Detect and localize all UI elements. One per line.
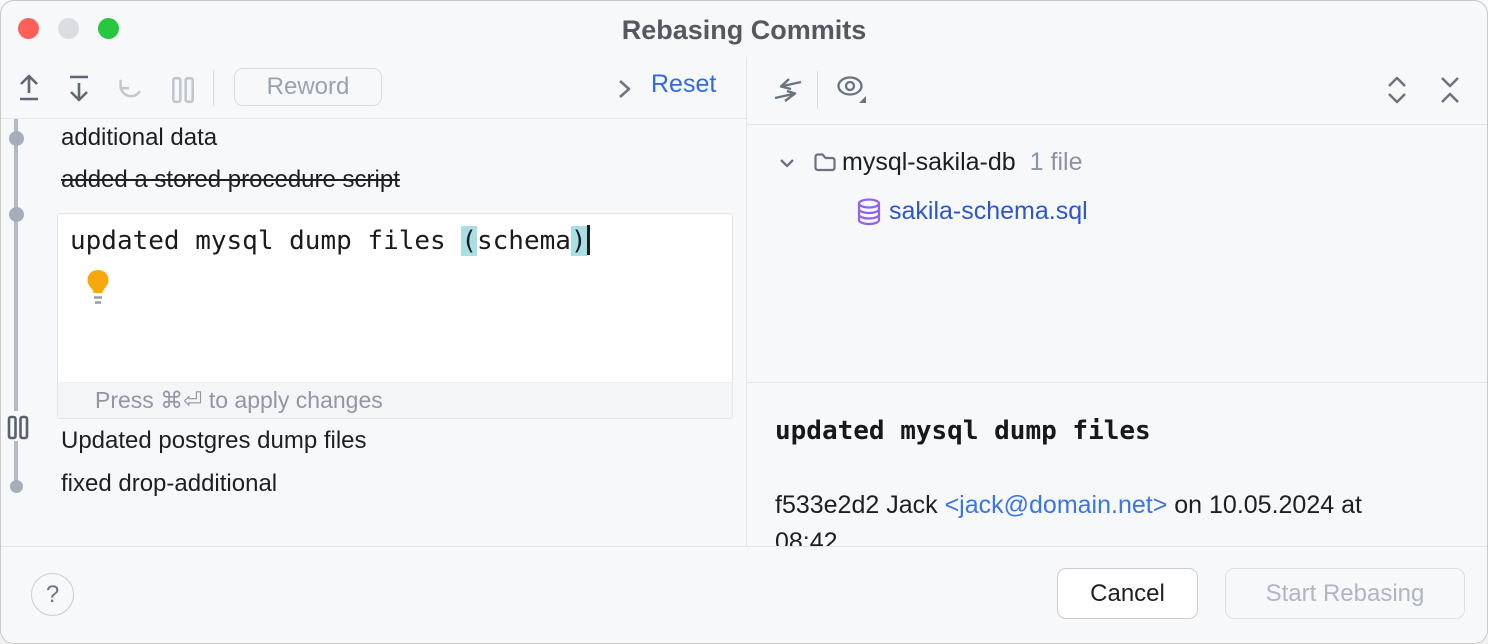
folder-icon [814, 153, 836, 172]
directory-name[interactable]: mysql-sakila-db [842, 148, 1016, 176]
close-window-button[interactable] [18, 18, 39, 39]
commit-row-dropped[interactable]: added a stored procedure script [61, 166, 400, 193]
details-divider [747, 382, 1487, 383]
apply-changes-hint: Press ⌘⏎ to apply changes [95, 387, 383, 413]
matched-brace-close: ) [570, 226, 587, 256]
panel-divider [746, 57, 747, 546]
toolbar-separator [817, 71, 818, 109]
commit-list-toolbar: Reword Reset [1, 57, 746, 119]
pause-icon[interactable] [169, 74, 197, 106]
reset-link[interactable]: Reset [651, 70, 717, 98]
file-count: 1 file [1029, 148, 1083, 176]
preview-eye-icon[interactable] [835, 73, 869, 107]
matched-brace-open: ( [461, 226, 477, 256]
commit-row[interactable]: additional data [61, 124, 218, 151]
minimize-window-button[interactable] [58, 18, 79, 39]
changed-file-link[interactable]: sakila-schema.sql [889, 197, 1088, 225]
commit-graph-line [14, 119, 18, 411]
commit-hash-author: f533e2d2 Jack [775, 491, 945, 519]
cancel-button[interactable]: Cancel [1057, 568, 1198, 619]
commit-message-editor[interactable]: updated mysql dump files (schema) Press … [57, 213, 733, 419]
editor-hint-bar: Press ⌘⏎ to apply changes [58, 382, 732, 418]
zoom-window-button[interactable] [98, 18, 119, 39]
intention-bulb-icon[interactable] [85, 268, 111, 306]
text-caret [586, 225, 590, 255]
move-commit-up-icon[interactable] [15, 72, 43, 104]
dialog-footer: ? Cancel Start Rebasing [1, 546, 1487, 643]
commit-graph-line [14, 441, 18, 481]
commit-message-text[interactable]: updated mysql dump files (schema) [70, 225, 590, 256]
commit-date: on 10.05.2024 at [1167, 491, 1369, 519]
chevron-down-icon[interactable] [777, 153, 797, 173]
commit-node [9, 207, 24, 222]
editor-text: schema [477, 226, 571, 256]
tree-row-file[interactable]: sakila-schema.sql [747, 196, 1088, 226]
compare-changes-icon[interactable] [771, 73, 805, 107]
commit-row[interactable]: Updated postgres dump files [61, 427, 367, 454]
database-file-icon [857, 198, 881, 226]
title-bar: Rebasing Commits [1, 1, 1487, 57]
expand-all-icon[interactable] [1384, 75, 1410, 105]
commit-node [10, 480, 23, 493]
stop-to-edit-icon [7, 415, 29, 440]
move-commit-down-icon[interactable] [65, 72, 93, 104]
tree-row-directory[interactable]: mysql-sakila-db 1 file [747, 147, 1082, 177]
changes-toolbar [747, 57, 1487, 125]
commit-node [9, 131, 24, 146]
author-email-link[interactable]: <jack@domain.net> [944, 491, 1168, 519]
undo-icon[interactable] [115, 74, 143, 106]
toolbar-separator [213, 70, 214, 106]
commit-row[interactable]: fixed drop-additional [61, 470, 278, 497]
reword-button[interactable]: Reword [234, 68, 382, 106]
collapse-all-icon[interactable] [1437, 75, 1463, 105]
chevron-right-icon[interactable] [613, 77, 635, 101]
start-rebasing-button[interactable]: Start Rebasing [1225, 568, 1465, 619]
help-button[interactable]: ? [31, 573, 74, 616]
dialog-title: Rebasing Commits [621, 15, 867, 45]
editor-text: updated mysql dump files [70, 226, 462, 256]
commit-detail-message: updated mysql dump files [775, 416, 1151, 446]
